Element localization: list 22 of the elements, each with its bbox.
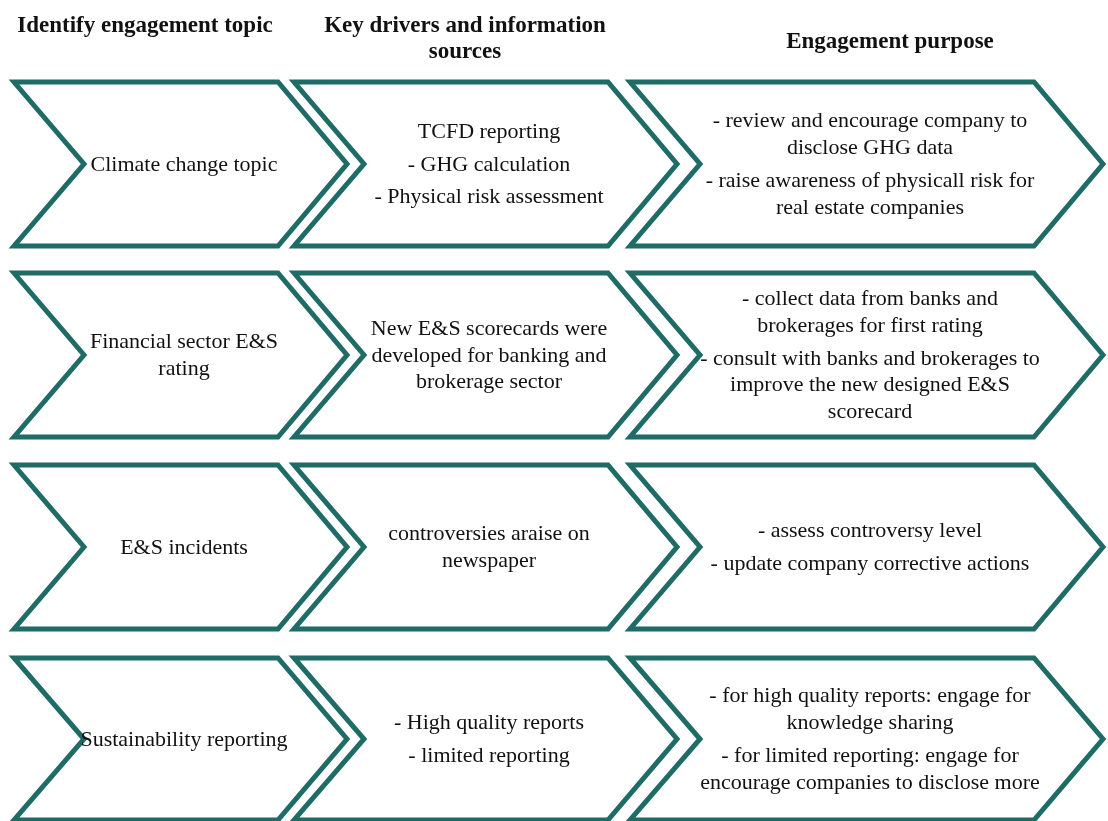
step-text: E&S incidents [120, 533, 248, 561]
step-text: - High quality reports [394, 709, 584, 736]
column-heading: Engagement purpose [785, 28, 995, 55]
step-text: controversies araise on newspaper [387, 520, 591, 574]
step-text: - for limited reporting: engage for encourage companies to disclose more [699, 742, 1041, 796]
step-text: - GHG calculation [407, 150, 571, 178]
column-heading: Key drivers and information sources [323, 12, 607, 65]
step-text: - update company corrective actions [710, 550, 1030, 577]
step-text: - consult with banks and brokerages to improve the new designed E&S scorecard [699, 344, 1041, 426]
step-text: Climate change topic [90, 150, 278, 178]
step-text: TCFD reporting [417, 117, 561, 145]
step-text: - raise awareness of physicall risk for real estate companies [704, 167, 1036, 221]
step-text: - Physical risk assessment [374, 183, 604, 211]
step-text: - assess controversy level [757, 517, 983, 544]
step-text: New E&S scorecards were developed for banking and brokerage sector [369, 314, 609, 396]
step-text: Financial sector E&S rating [88, 328, 280, 382]
column-heading: Identify engagement topic [16, 12, 274, 39]
step-text: - collect data from banks and brokerages for first rating [741, 284, 999, 339]
step-text: Sustainability reporting [80, 725, 288, 753]
step-text: - for high quality reports: engage for knowledge sharing [708, 682, 1032, 736]
step-text: - limited reporting [408, 742, 570, 769]
step-text: - review and encourage company to disclose GHG data [711, 107, 1029, 161]
